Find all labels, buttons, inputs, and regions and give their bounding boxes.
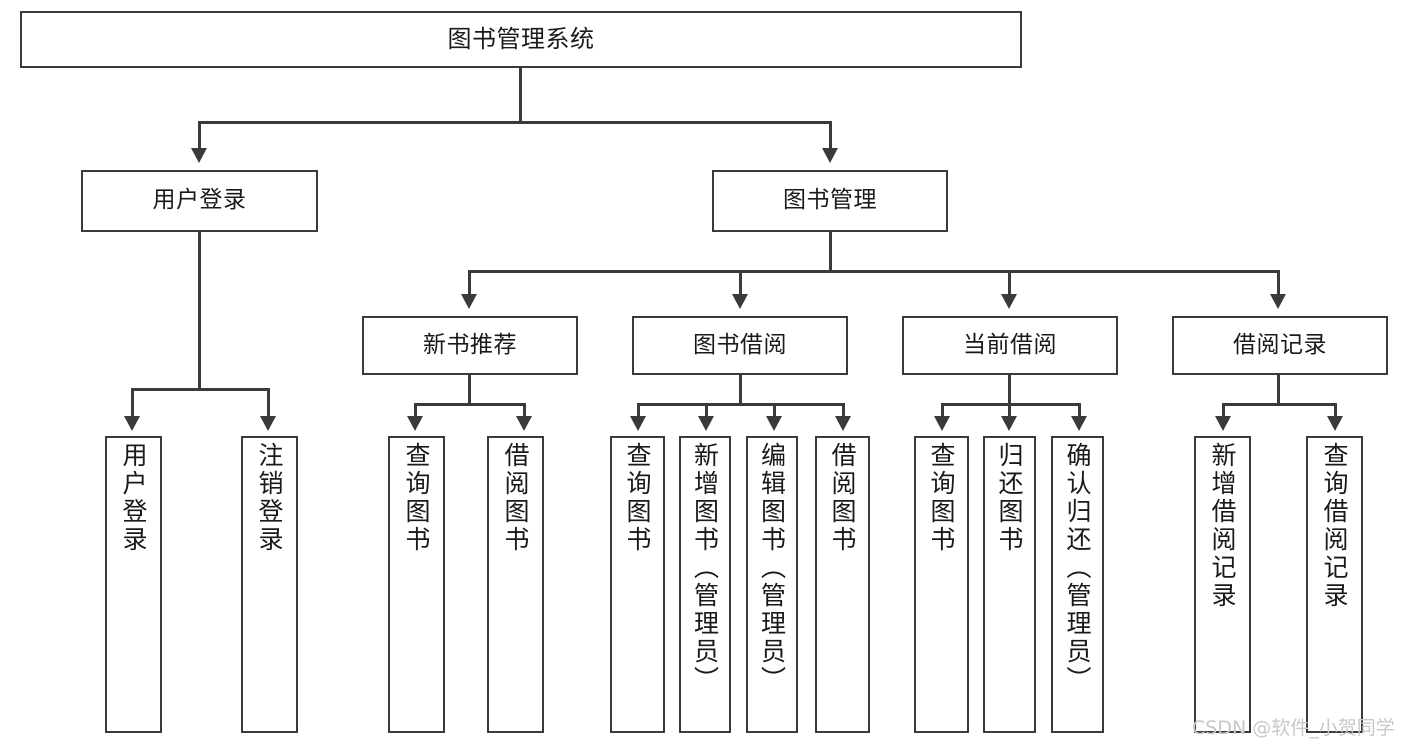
connector-current-borrow-stem (1008, 375, 1011, 403)
connector-cb-to-leaf-1 (941, 403, 944, 418)
leaf-borrow-book-1[interactable]: 借阅图书 (487, 436, 544, 733)
node-user-login-label: 用户登录 (152, 187, 247, 214)
node-borrow-record[interactable]: 借阅记录 (1172, 316, 1388, 375)
arrowhead-cb-to-leaf-3 (1071, 416, 1087, 431)
connector-user-login-stem (198, 232, 201, 388)
connector-new-book-to-leaf-2 (523, 403, 526, 418)
node-book-management-label: 图书管理 (783, 187, 877, 214)
arrowhead-bm-to-current-borrow (1001, 294, 1017, 309)
node-book-borrow-label: 图书借阅 (693, 331, 787, 358)
connector-bb-to-leaf-3 (773, 403, 776, 418)
leaf-user-logout[interactable]: 注销登录 (241, 436, 298, 733)
connector-bb-to-leaf-2 (705, 403, 708, 418)
leaf-return-book-label: 归还图书 (995, 442, 1024, 554)
arrowhead-root-to-book-management (822, 148, 838, 163)
connector-bm-to-book-borrow (739, 270, 742, 297)
node-root[interactable]: 图书管理系统 (20, 11, 1022, 68)
node-current-borrow-label: 当前借阅 (963, 331, 1057, 358)
connector-book-management-bus (468, 270, 1280, 273)
connector-new-book-bus (414, 403, 526, 406)
leaf-user-logout-label: 注销登录 (255, 442, 284, 554)
connector-book-borrow-bus (637, 403, 845, 406)
leaf-return-book[interactable]: 归还图书 (983, 436, 1036, 733)
node-new-book-recommend[interactable]: 新书推荐 (362, 316, 578, 375)
arrowhead-new-book-to-leaf-1 (407, 416, 423, 431)
node-current-borrow[interactable]: 当前借阅 (902, 316, 1118, 375)
connector-book-management-stem (829, 232, 832, 270)
arrowhead-bm-to-new-book (461, 294, 477, 309)
connector-br-to-leaf-1 (1222, 403, 1225, 418)
connector-root-to-user-login (198, 121, 201, 151)
arrowhead-br-to-leaf-1 (1215, 416, 1231, 431)
leaf-add-record-label: 新增借阅记录 (1208, 442, 1237, 610)
connector-cb-to-leaf-3 (1078, 403, 1081, 418)
arrowhead-cb-to-leaf-2 (1001, 416, 1017, 431)
leaf-query-record-label: 查询借阅记录 (1320, 442, 1349, 610)
connector-root-to-book-management (829, 121, 832, 151)
connector-new-book-to-leaf-1 (414, 403, 417, 418)
arrowhead-new-book-to-leaf-2 (516, 416, 532, 431)
node-book-management[interactable]: 图书管理 (712, 170, 948, 232)
node-root-label: 图书管理系统 (447, 25, 595, 54)
arrowhead-root-to-user-login (191, 148, 207, 163)
node-book-borrow[interactable]: 图书借阅 (632, 316, 848, 375)
leaf-borrow-book-2[interactable]: 借阅图书 (815, 436, 870, 733)
connector-bm-to-borrow-record (1277, 270, 1280, 297)
connector-root-bus (198, 121, 832, 124)
connector-bb-to-leaf-1 (637, 403, 640, 418)
connector-current-borrow-bus (941, 403, 1081, 406)
node-new-book-recommend-label: 新书推荐 (423, 331, 517, 358)
arrowhead-bb-to-leaf-1 (630, 416, 646, 431)
connector-root-stem (519, 68, 522, 121)
leaf-borrow-book-1-label: 借阅图书 (501, 442, 530, 554)
leaf-add-record[interactable]: 新增借阅记录 (1194, 436, 1251, 733)
leaf-query-record[interactable]: 查询借阅记录 (1306, 436, 1363, 733)
arrowhead-bm-to-borrow-record (1270, 294, 1286, 309)
arrowhead-bb-to-leaf-2 (698, 416, 714, 431)
arrowhead-br-to-leaf-2 (1327, 416, 1343, 431)
leaf-add-book[interactable]: 新增图书（管理员） (679, 436, 731, 733)
leaf-confirm-return-label: 确认归还（管理员） (1063, 442, 1092, 694)
connector-cb-to-leaf-2 (1008, 403, 1011, 418)
leaf-confirm-return[interactable]: 确认归还（管理员） (1051, 436, 1104, 733)
leaf-add-book-label: 新增图书（管理员） (690, 442, 720, 694)
arrowhead-bb-to-leaf-4 (835, 416, 851, 431)
connector-new-book-stem (468, 375, 471, 403)
arrowhead-user-login-to-leaf-2 (260, 416, 276, 431)
connector-book-borrow-stem (739, 375, 742, 403)
leaf-user-login[interactable]: 用户登录 (105, 436, 162, 733)
connector-br-to-leaf-2 (1334, 403, 1337, 418)
connector-user-login-to-leaf-1 (131, 388, 134, 418)
arrowhead-cb-to-leaf-1 (934, 416, 950, 431)
connector-borrow-record-stem (1277, 375, 1280, 403)
connector-borrow-record-bus (1222, 403, 1337, 406)
connector-bm-to-current-borrow (1008, 270, 1011, 297)
leaf-query-book-2[interactable]: 查询图书 (610, 436, 665, 733)
leaf-query-book-3[interactable]: 查询图书 (914, 436, 969, 733)
connector-bb-to-leaf-4 (842, 403, 845, 418)
watermark-text: CSDN @软件_小贺同学 (1192, 717, 1395, 739)
arrowhead-user-login-to-leaf-1 (124, 416, 140, 431)
leaf-query-book-1[interactable]: 查询图书 (388, 436, 445, 733)
leaf-query-book-2-label: 查询图书 (623, 442, 652, 554)
arrowhead-bb-to-leaf-3 (766, 416, 782, 431)
connector-user-login-to-leaf-2 (267, 388, 270, 418)
node-borrow-record-label: 借阅记录 (1233, 331, 1327, 358)
connector-bm-to-new-book (468, 270, 471, 297)
leaf-edit-book[interactable]: 编辑图书（管理员） (746, 436, 798, 733)
leaf-edit-book-label: 编辑图书（管理员） (757, 442, 787, 694)
arrowhead-bm-to-book-borrow (732, 294, 748, 309)
leaf-query-book-3-label: 查询图书 (927, 442, 956, 554)
leaf-user-login-label: 用户登录 (119, 442, 148, 554)
leaf-borrow-book-2-label: 借阅图书 (828, 442, 857, 554)
leaf-query-book-1-label: 查询图书 (402, 442, 431, 554)
connector-user-login-bus (131, 388, 269, 391)
node-user-login[interactable]: 用户登录 (81, 170, 318, 232)
